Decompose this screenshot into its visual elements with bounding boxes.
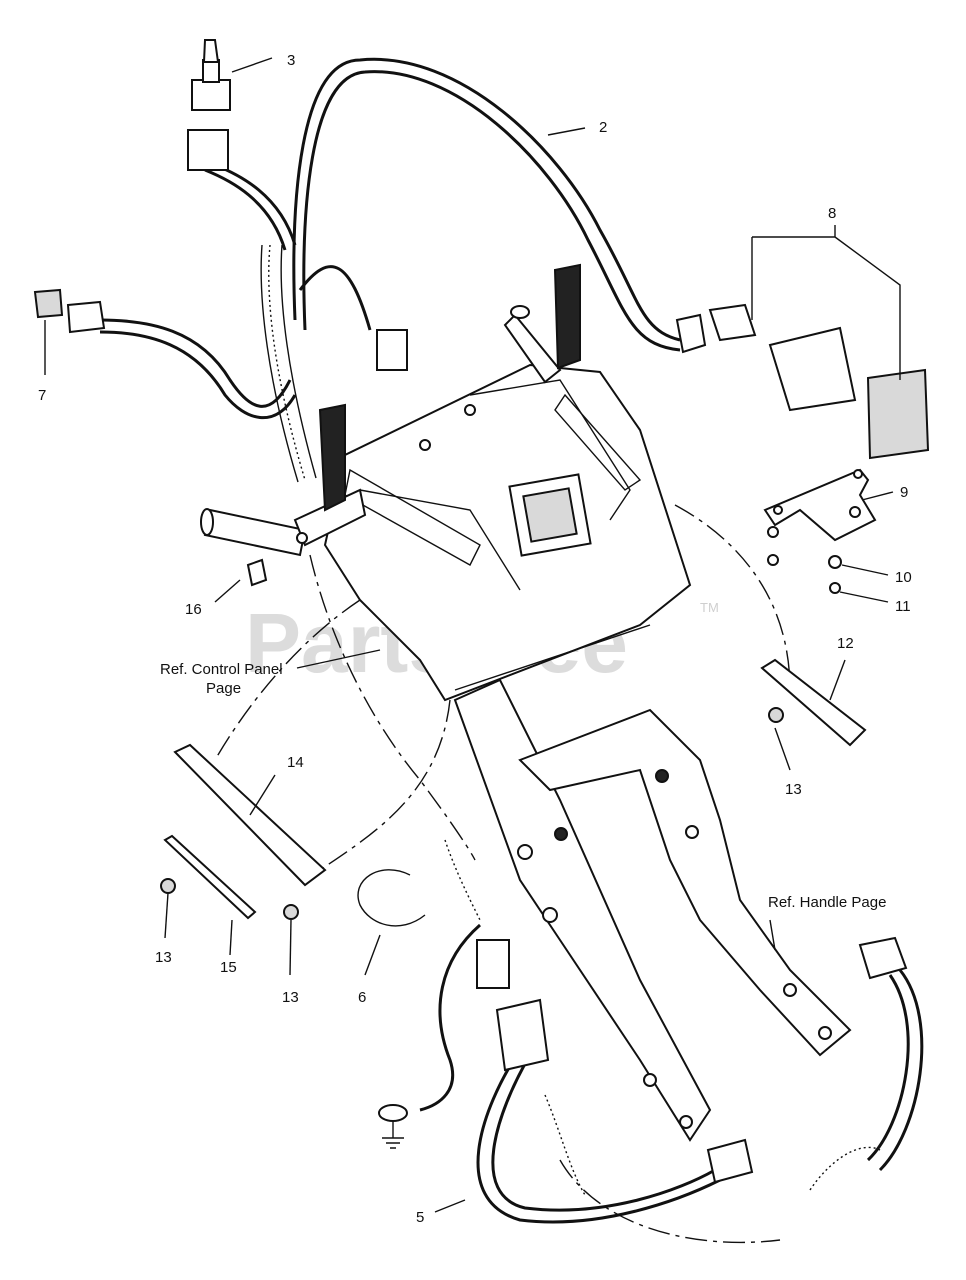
callout-11: 11 xyxy=(895,598,911,615)
watermark-trademark: TM xyxy=(700,600,719,615)
bolt-16 xyxy=(246,558,268,587)
callout-6: 6 xyxy=(358,989,366,1006)
callout-8: 8 xyxy=(828,205,836,222)
callout-12: 12 xyxy=(837,635,854,652)
tie-6 xyxy=(357,869,426,927)
strip-12 xyxy=(760,658,867,747)
plate-14 xyxy=(160,743,327,920)
callout-3: 3 xyxy=(287,52,295,69)
callout-13-right: 13 xyxy=(785,781,802,798)
leader-lines xyxy=(44,57,901,1213)
callout-5: 5 xyxy=(416,1209,424,1226)
callout-labels: 3 2 8 7 9 10 11 16 12 13 14 13 15 13 6 5… xyxy=(38,52,912,1226)
handle-grips xyxy=(200,263,581,557)
ref-control-panel-line2: Page xyxy=(206,680,241,697)
callout-13-left: 13 xyxy=(155,949,172,966)
bracket-9 xyxy=(763,468,877,594)
ref-control-panel-line1: Ref. Control Panel xyxy=(160,661,283,678)
callout-9: 9 xyxy=(900,484,908,501)
callout-15: 15 xyxy=(220,959,237,976)
control-panel-housing xyxy=(323,363,692,702)
toggle-switch-3 xyxy=(187,39,231,171)
key-7 xyxy=(33,288,106,334)
callout-14: 14 xyxy=(287,754,304,771)
callout-7: 7 xyxy=(38,387,46,404)
ground-ring xyxy=(378,1104,408,1149)
wiring xyxy=(99,57,924,1244)
callout-10: 10 xyxy=(895,569,912,586)
light-assembly-8 xyxy=(675,303,930,460)
connector-plug xyxy=(376,329,908,1184)
callout-13-center: 13 xyxy=(282,989,299,1006)
callout-16: 16 xyxy=(185,601,202,618)
handle-frame xyxy=(453,678,852,1142)
callout-2: 2 xyxy=(599,119,607,136)
ref-handle-page: Ref. Handle Page xyxy=(768,894,886,911)
